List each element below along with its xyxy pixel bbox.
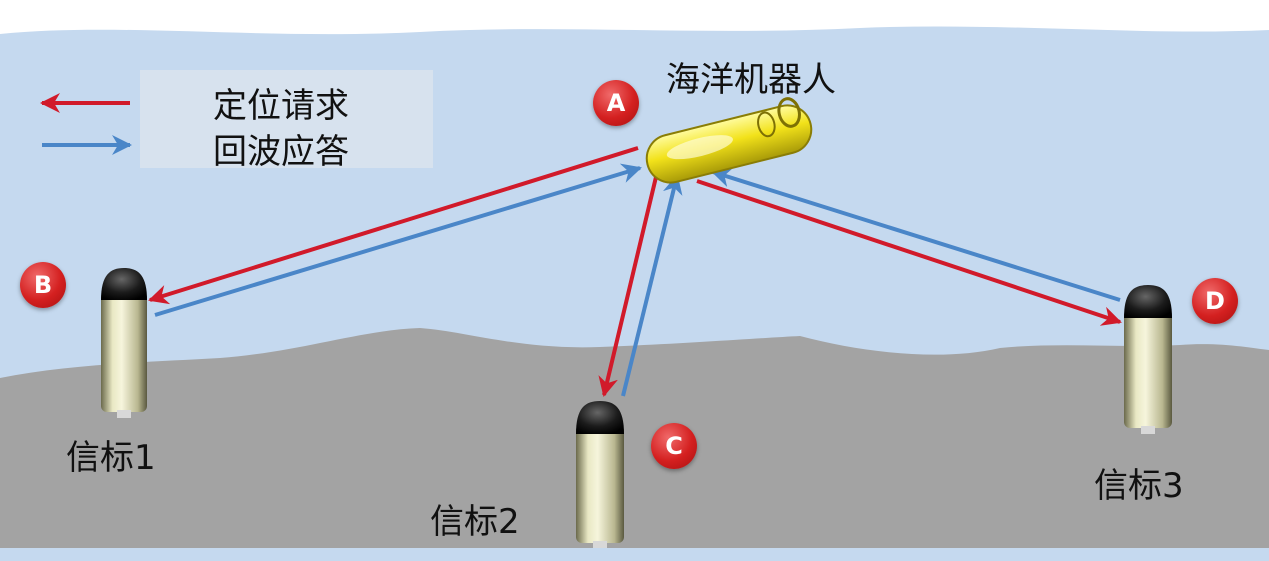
response-arrow-c bbox=[621, 174, 683, 397]
robot-label: 海洋机器人 bbox=[666, 60, 836, 100]
request-arrow-d bbox=[696, 179, 1122, 326]
seabed-area bbox=[0, 328, 1269, 548]
request-arrow-b bbox=[148, 146, 639, 305]
beacon-2-label: 信标2 bbox=[430, 502, 520, 542]
response-arrow-b bbox=[154, 163, 642, 317]
beacon-1-icon bbox=[101, 268, 147, 418]
legend-box bbox=[140, 70, 433, 168]
beacon-1-label: 信标1 bbox=[66, 438, 156, 478]
badge-d: D bbox=[1192, 278, 1238, 324]
beacon-3-icon bbox=[1124, 285, 1172, 434]
beacon-2-icon bbox=[576, 401, 624, 548]
request-arrow-c bbox=[598, 176, 658, 397]
beacon-3-label: 信标3 bbox=[1094, 466, 1184, 506]
badge-c: C bbox=[651, 423, 697, 469]
response-arrow-d bbox=[711, 167, 1121, 302]
ocean-robot-icon bbox=[645, 97, 813, 184]
legend-request-label: 定位请求 bbox=[213, 86, 349, 126]
badge-a: A bbox=[593, 80, 639, 126]
badge-b: B bbox=[20, 262, 66, 308]
legend-response-label: 回波应答 bbox=[213, 132, 349, 172]
